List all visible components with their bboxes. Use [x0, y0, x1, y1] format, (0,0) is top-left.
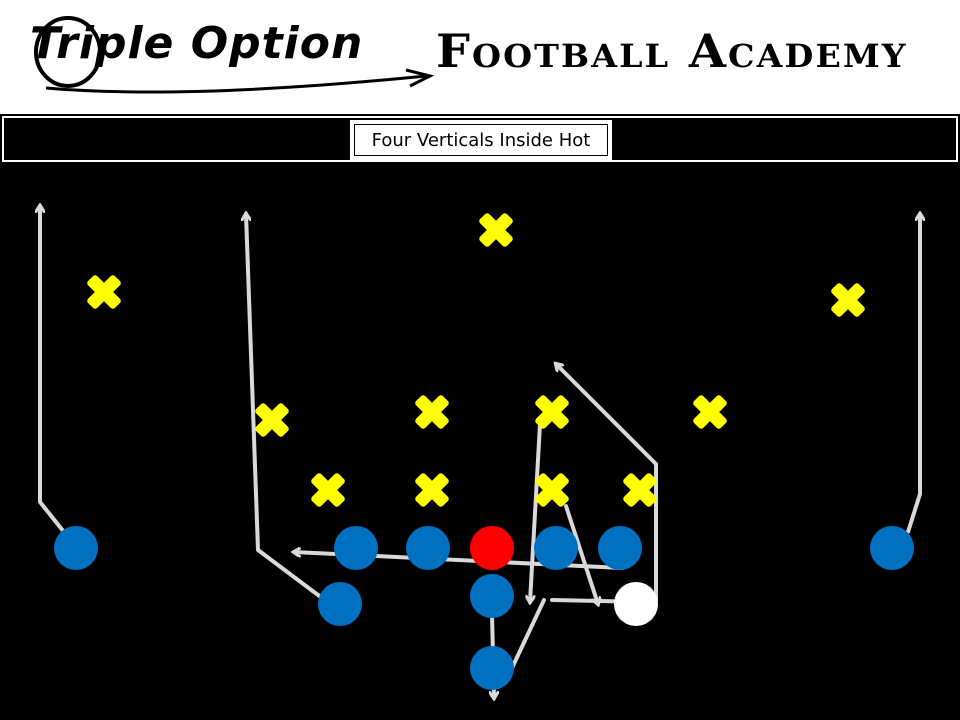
defender-x-icon: [535, 473, 569, 507]
hot-back-circle-icon: [614, 582, 658, 626]
defender-x-icon: [831, 283, 865, 317]
offense: [54, 526, 914, 690]
defender-x-icon: [415, 395, 449, 429]
right-guard-circle-icon: [534, 526, 578, 570]
route-inside-slant-down: [530, 422, 542, 602]
play-title: Four Verticals Inside Hot: [354, 124, 608, 156]
logo-script-graphic: [34, 16, 435, 94]
center-circle-icon: [470, 526, 514, 570]
quarterback-circle-icon: [470, 574, 514, 618]
route-left-slot-vertical: [246, 214, 324, 600]
defender-x-icon: [479, 213, 513, 247]
left-guard-circle-icon: [406, 526, 450, 570]
route-back-release: [510, 598, 546, 670]
header-banner: Triple Option Football Academy: [0, 0, 960, 114]
defender-x-icon: [623, 473, 657, 507]
defender-x-icon: [87, 275, 121, 309]
play-diagram: [0, 160, 960, 720]
right-wide-receiver-circle-icon: [870, 526, 914, 570]
route-right-seam-bend: [556, 364, 658, 602]
defense: [87, 213, 865, 507]
defender-x-icon: [255, 403, 289, 437]
left-slot-circle-icon: [318, 582, 362, 626]
defender-x-icon: [535, 395, 569, 429]
left-tackle-circle-icon: [334, 526, 378, 570]
defender-x-icon: [415, 473, 449, 507]
route-right-wr-vertical: [906, 214, 920, 534]
running-back-circle-icon: [470, 646, 514, 690]
route-left-wr-vertical: [40, 206, 66, 534]
right-tackle-circle-icon: [598, 526, 642, 570]
defender-x-icon: [693, 395, 727, 429]
left-wide-receiver-circle-icon: [54, 526, 98, 570]
brand-block-text: Football Academy: [436, 24, 908, 78]
defender-x-icon: [311, 473, 345, 507]
brand-script-text: Triple Option: [30, 18, 364, 69]
play-title-box: Four Verticals Inside Hot: [350, 120, 612, 160]
route-inside-hot-diagonal: [564, 504, 598, 604]
